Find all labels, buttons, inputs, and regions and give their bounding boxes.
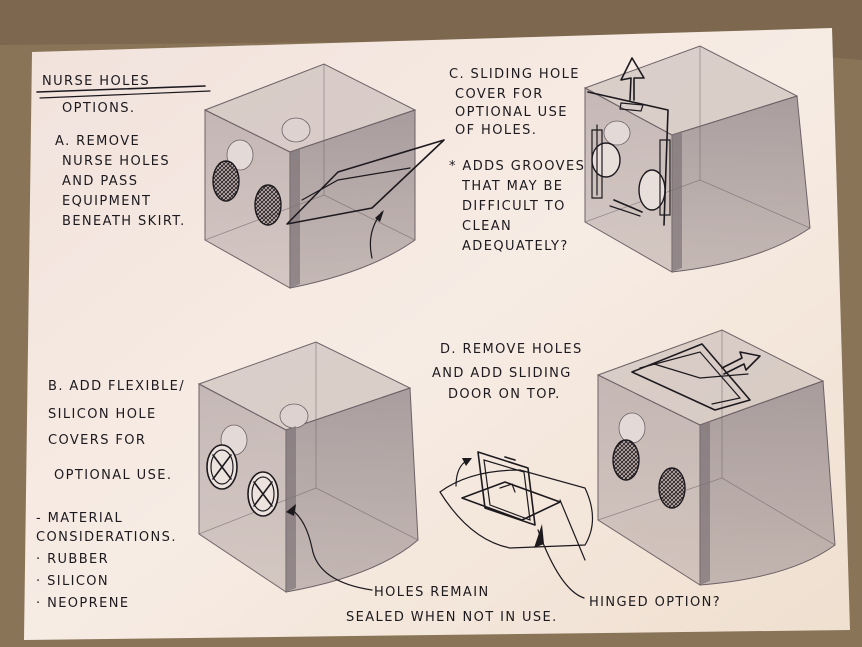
table-shadow: [0, 0, 862, 60]
option-c-note-line-3: DIFFICULT TO: [462, 199, 566, 214]
option-b-line-3: COVERS FOR: [48, 433, 146, 448]
option-c-note-line-4: CLEAN: [462, 219, 512, 234]
title-nurse-holes: NURSE HOLES: [42, 74, 150, 89]
option-c-line-1: C. SLIDING HOLE: [449, 67, 580, 82]
option-d-line-3: DOOR ON TOP.: [448, 387, 561, 402]
title-underline-2: [39, 90, 211, 99]
option-d-line-2: AND ADD SLIDING: [432, 366, 572, 381]
option-c-note-line-2: THAT MAY BE: [461, 179, 563, 194]
box-c-sketch: [583, 45, 811, 273]
option-a-line-3: AND PASS: [62, 174, 138, 189]
option-c-note-line-5: ADEQUATELY?: [462, 239, 569, 254]
options-label: OPTIONS.: [62, 101, 135, 116]
option-c-line-3: OPTIONAL USE: [455, 105, 568, 120]
option-d-line-1: D. REMOVE HOLES: [440, 342, 583, 357]
option-a-line-5: BENEATH SKIRT.: [62, 214, 186, 229]
materials-line-2: CONSIDERATIONS.: [36, 530, 177, 545]
option-d-text: D. REMOVE HOLES AND ADD SLIDING DOOR ON …: [432, 342, 583, 402]
materials-text: - MATERIAL CONSIDERATIONS. · RUBBER · SI…: [36, 511, 177, 611]
holes-remain-annotation: HOLES REMAIN SEALED WHEN NOT IN USE.: [346, 585, 558, 625]
box-a-sketch: [203, 63, 445, 289]
option-c-note-text: * ADDS GROOVES THAT MAY BE DIFFICULT TO …: [449, 159, 585, 254]
materials-neoprene: · NEOPRENE: [36, 596, 129, 611]
box-d-sketch: [596, 329, 836, 586]
box-b-sketch: [197, 341, 419, 593]
holes-remain-line-2: SEALED WHEN NOT IN USE.: [346, 610, 558, 625]
option-a-line-2: NURSE HOLES: [62, 154, 170, 169]
hinged-option-annotation: HINGED OPTION?: [589, 595, 721, 610]
option-c-note-line-1: * ADDS GROOVES: [449, 159, 585, 174]
option-c-line-2: COVER FOR: [455, 87, 544, 102]
option-b-text: B. ADD FLEXIBLE/ SILICON HOLE COVERS FOR…: [48, 379, 185, 483]
option-c-text: C. SLIDING HOLE COVER FOR OPTIONAL USE O…: [449, 67, 580, 138]
materials-rubber: · RUBBER: [36, 552, 109, 567]
materials-line-1: - MATERIAL: [36, 511, 123, 526]
option-b-line-1: B. ADD FLEXIBLE/: [48, 379, 185, 394]
materials-silicon: · SILICON: [36, 574, 109, 589]
option-a-line-4: EQUIPMENT: [62, 194, 151, 209]
holes-remain-line-1: HOLES REMAIN: [374, 585, 490, 600]
option-c-line-4: OF HOLES.: [455, 123, 537, 138]
option-a-line-1: A. REMOVE: [55, 134, 140, 149]
hinged-door-sketch: [439, 451, 594, 599]
title-underline: [36, 85, 206, 93]
option-a-text: A. REMOVE NURSE HOLES AND PASS EQUIPMENT…: [55, 134, 186, 229]
option-b-line-4: OPTIONAL USE.: [54, 468, 172, 483]
option-b-line-2: SILICON HOLE: [48, 407, 157, 422]
